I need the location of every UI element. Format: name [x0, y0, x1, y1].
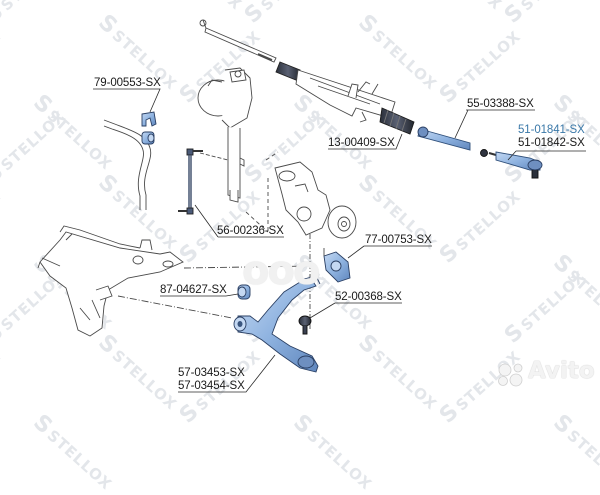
- inner-tie-rod-part: [417, 126, 471, 151]
- front-bushing-part: [237, 284, 251, 300]
- avito-watermark: Avito: [528, 358, 595, 384]
- callout-control-arm-left: 57-03453-SX: [178, 367, 245, 379]
- avito-logo-icon: [498, 363, 523, 387]
- rack-boot-part: [379, 107, 415, 135]
- tie-rod-end-part: [480, 149, 543, 179]
- strut-assembly: [197, 67, 253, 203]
- stellox-watermark: SSTELLOX: [28, 410, 116, 494]
- parts-drawing: [37, 19, 586, 393]
- stellox-watermark: SSTELLOX: [548, 410, 600, 494]
- steering-rack: [199, 19, 396, 123]
- callout-rack-boot: 13-00409-SX: [328, 137, 395, 149]
- rear-bushing-part: [323, 248, 351, 283]
- stabilizer-link-part: [178, 148, 203, 215]
- faded-watermark-text: ooo: [242, 248, 320, 294]
- stellox-watermark: SSTELLOX: [288, 410, 376, 494]
- callout-control-arm-right: 57-03454-SX: [178, 380, 245, 392]
- stabilizer-bar: [103, 119, 152, 210]
- stabilizer-bushing-part: [141, 111, 157, 145]
- callout-stabilizer-link: 56-00236-SX: [217, 225, 284, 237]
- lower-control-arm-part: [233, 275, 321, 373]
- callout-front-bushing: 87-04627-SX: [160, 284, 227, 296]
- subframe: [37, 225, 311, 337]
- callout-tie-rod-end-right: 51-01842-SX: [518, 137, 585, 149]
- callout-rear-bushing: 77-00753-SX: [365, 234, 432, 246]
- callout-inner-tie-rod: 55-03388-SX: [467, 98, 534, 110]
- callout-ball-joint: 52-00368-SX: [335, 291, 402, 303]
- callout-stabilizer-bushing: 79-00553-SX: [94, 77, 161, 89]
- callout-leader-lines: [93, 88, 586, 393]
- ball-joint-part: [298, 315, 312, 335]
- callout-tie-rod-end-left: 51-01841-SX: [518, 124, 585, 136]
